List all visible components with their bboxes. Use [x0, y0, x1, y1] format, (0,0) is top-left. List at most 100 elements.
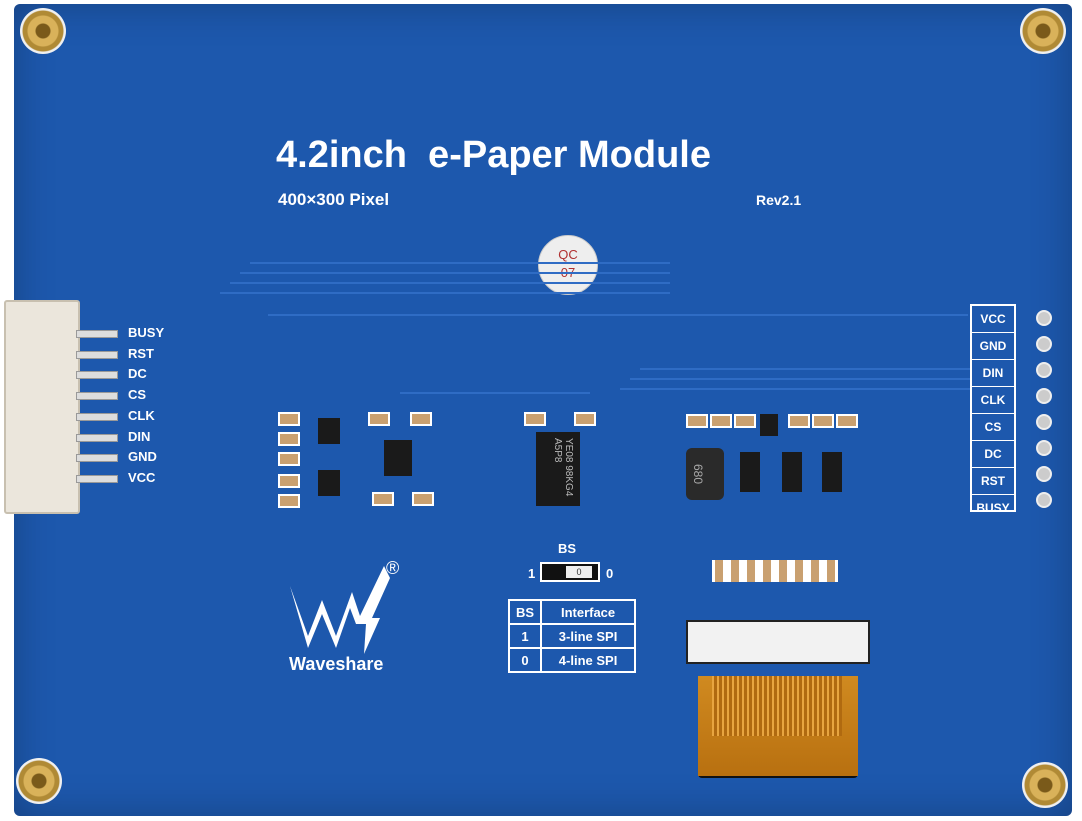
smd-resistor — [278, 452, 300, 466]
table-header: BS — [507, 599, 543, 625]
header-pin — [1036, 362, 1052, 378]
waveshare-logo-icon — [290, 566, 390, 654]
main-ic-chip: YE08 98KG4 A5P8 — [536, 432, 580, 506]
pcb-trace — [268, 314, 968, 316]
table-cell: 0 — [507, 647, 543, 673]
header-pin — [1036, 492, 1052, 508]
diode — [822, 452, 842, 492]
connector-pin-label: GND — [128, 449, 157, 465]
pcb-trace — [630, 378, 970, 380]
diode — [782, 452, 802, 492]
table-header: Interface — [540, 599, 637, 625]
connector-pin — [76, 371, 118, 380]
transistor — [318, 470, 340, 496]
connector-pin — [76, 392, 118, 401]
header-pin — [1036, 388, 1052, 404]
header-pin-label: VCC — [972, 306, 1014, 333]
header-pin — [1036, 336, 1052, 352]
smd-capacitor — [412, 492, 434, 506]
table-cell: 3-line SPI — [540, 623, 637, 649]
pcb-trace — [620, 388, 970, 390]
smd-capacitor — [788, 414, 810, 428]
connector-pin — [76, 454, 118, 463]
pcb-board — [14, 4, 1072, 816]
table-cell: 4-line SPI — [540, 647, 637, 673]
left-connector — [4, 300, 80, 514]
pcb-trace — [220, 292, 670, 294]
fpc-connector — [686, 620, 870, 664]
header-pin-label: CS — [972, 414, 1014, 441]
smd-resistor-array — [712, 560, 838, 582]
bs-jumper: 0 — [540, 562, 600, 582]
pcb-trace — [240, 272, 670, 274]
chip-marking: A5P8 — [552, 438, 563, 463]
pcb-trace — [400, 392, 590, 394]
header-pin — [1036, 414, 1052, 430]
smd-resistor — [278, 432, 300, 446]
mounting-hole — [16, 758, 62, 804]
pcb-trace — [230, 282, 670, 284]
smd-capacitor — [812, 414, 834, 428]
connector-pin — [76, 350, 118, 359]
header-pin-label: GND — [972, 333, 1014, 360]
mounting-hole — [1022, 762, 1068, 808]
header-pin-label: DC — [972, 441, 1014, 468]
bs-option-0: 0 — [606, 566, 614, 581]
connector-pin-label: CS — [128, 387, 147, 403]
header-pin-label: RST — [972, 468, 1014, 495]
board-title: 4.2inch e-Paper Module — [276, 134, 711, 176]
chip-marking: YE08 — [563, 438, 574, 463]
revision-label: Rev2.1 — [756, 192, 802, 208]
bs-option-1: 1 — [528, 566, 536, 581]
connector-pin-label: BUSY — [128, 325, 165, 340]
connector-pin-label: CLK — [128, 407, 155, 423]
header-pin — [1036, 440, 1052, 456]
pcb-trace — [640, 368, 970, 370]
table-cell: 1 — [507, 623, 543, 649]
transistor — [318, 418, 340, 444]
pcb-trace — [250, 262, 670, 264]
header-pin-label: BUSY — [976, 501, 1010, 515]
smd-capacitor — [372, 492, 394, 506]
chip-marking: 98KG4 — [563, 465, 574, 497]
resolution-label: 400×300 Pixel — [278, 190, 390, 209]
connector-pin — [76, 433, 118, 442]
smd-resistor — [278, 474, 300, 488]
connector-pin-label: RST — [128, 345, 154, 361]
mounting-hole — [1020, 8, 1066, 54]
connector-pin-label: VCC — [128, 469, 156, 485]
header-pin-label: DIN — [972, 360, 1014, 387]
connector-pin — [76, 330, 118, 338]
smd-capacitor — [710, 414, 732, 428]
registered-mark: ® — [386, 558, 400, 578]
qc-text: QC — [558, 247, 578, 262]
header-pin — [1036, 466, 1052, 482]
jumper-resistor: 0 — [566, 566, 592, 578]
smd-capacitor — [734, 414, 756, 428]
mounting-hole — [20, 8, 66, 54]
smd-capacitor — [686, 414, 708, 428]
header-pin — [1036, 310, 1052, 326]
smd-resistor — [278, 494, 300, 508]
header-pin-label: CLK — [972, 387, 1014, 414]
bs-label: BS — [558, 541, 577, 556]
ic-chip — [384, 440, 412, 476]
smd-capacitor — [524, 412, 546, 426]
connector-pin — [76, 412, 118, 421]
right-pin-header: VCC GND DIN CLK CS DC RST BUSY — [970, 304, 1016, 515]
smd-capacitor — [368, 412, 390, 426]
smd-capacitor — [574, 412, 596, 426]
smd-capacitor — [836, 414, 858, 428]
connector-pin — [76, 474, 118, 483]
fpc-ribbon-traces — [712, 676, 842, 736]
diode — [740, 452, 760, 492]
inductor: 680 — [686, 448, 724, 500]
connector-pin-label: DC — [128, 366, 147, 382]
transistor — [760, 414, 778, 436]
smd-capacitor — [410, 412, 432, 426]
brand-name: Waveshare — [289, 654, 384, 674]
